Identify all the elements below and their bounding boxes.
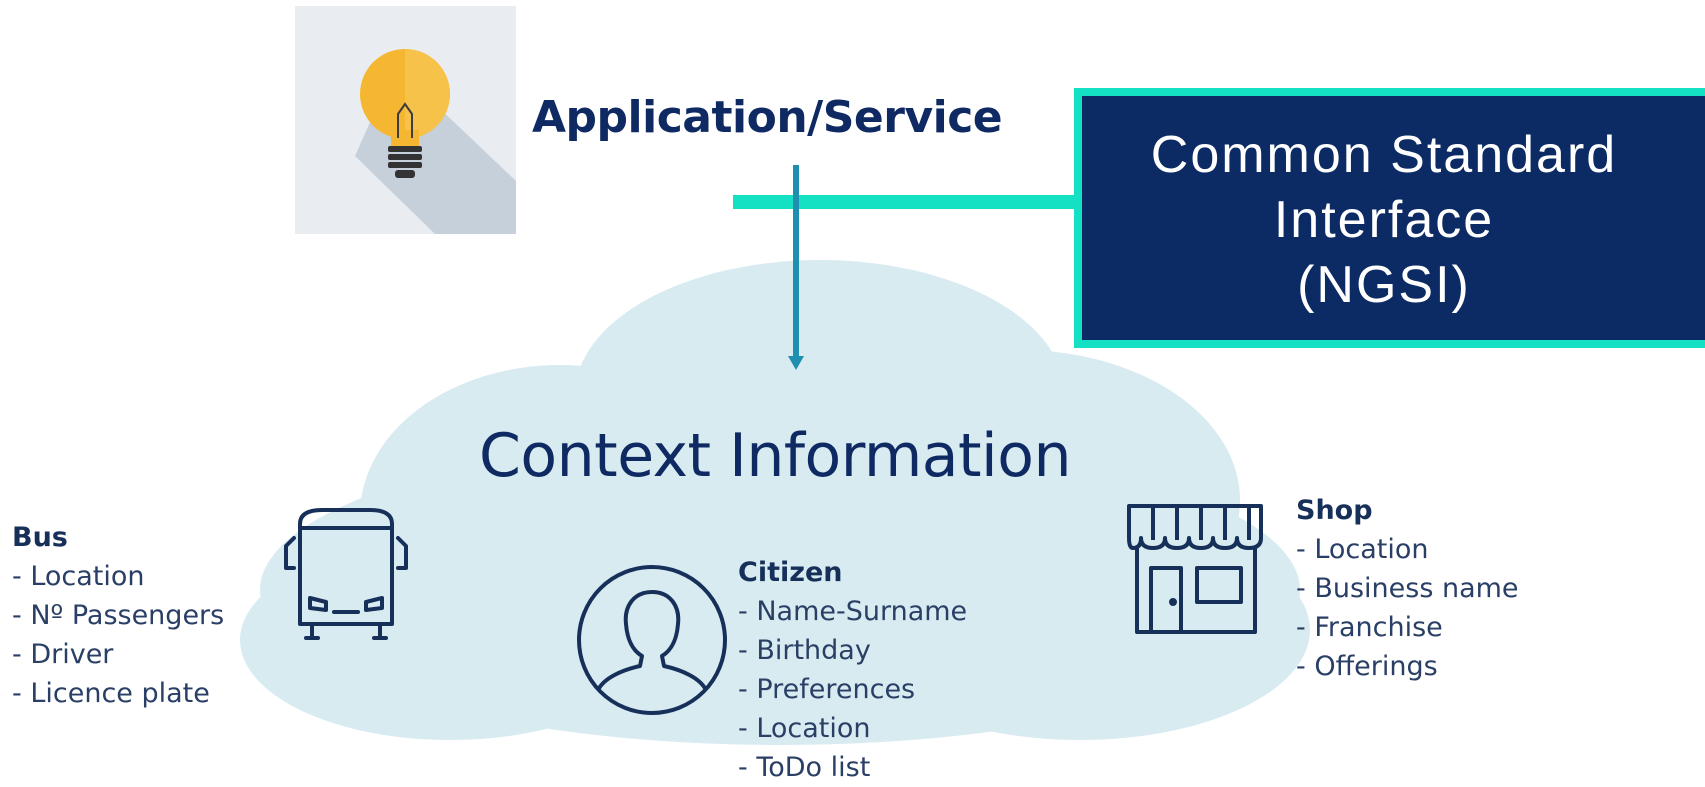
ngsi-interface-label: Common Standard Interface (NGSI) bbox=[1074, 123, 1694, 318]
shop-attribute: - Offerings bbox=[1296, 651, 1438, 682]
shop-title: Shop bbox=[1296, 495, 1373, 526]
bus-attribute: - Licence plate bbox=[12, 678, 210, 709]
shop-attribute: - Business name bbox=[1296, 573, 1519, 604]
shop-entity: Shop - Location - Business name - Franch… bbox=[1296, 491, 1519, 686]
citizen-attribute: - Preferences bbox=[738, 674, 916, 705]
bus-icon bbox=[284, 508, 408, 640]
ngsi-line-2: Interface bbox=[1273, 191, 1495, 249]
citizen-attribute: - Name-Surname bbox=[738, 596, 968, 627]
bus-entity: Bus - Location - Nº Passengers - Driver … bbox=[12, 518, 224, 713]
bulb-tile bbox=[295, 6, 516, 234]
context-information-title: Context Information bbox=[479, 421, 1071, 491]
shop-icon bbox=[1127, 504, 1263, 634]
interface-connector bbox=[733, 195, 1075, 209]
application-service-label: Application/Service bbox=[532, 92, 1003, 143]
citizen-entity: Citizen - Name-Surname - Birthday - Pref… bbox=[738, 553, 967, 787]
ngsi-interface-box bbox=[1074, 88, 1705, 348]
shop-attribute: - Franchise bbox=[1296, 612, 1443, 643]
citizen-attribute: - Location bbox=[738, 713, 871, 744]
citizen-title: Citizen bbox=[738, 557, 843, 588]
down-arrow-icon bbox=[788, 165, 804, 370]
citizen-attribute: - Birthday bbox=[738, 635, 871, 666]
bus-attribute: - Location bbox=[12, 561, 145, 592]
bus-title: Bus bbox=[12, 522, 68, 553]
ngsi-line-1: Common Standard bbox=[1150, 126, 1618, 184]
citizen-attribute: - ToDo list bbox=[738, 752, 871, 783]
shop-attribute: - Location bbox=[1296, 534, 1429, 565]
lightbulb-icon bbox=[355, 49, 516, 234]
bus-attribute: - Driver bbox=[12, 639, 114, 670]
bus-attribute: - Nº Passengers bbox=[12, 600, 225, 631]
person-icon bbox=[577, 565, 727, 715]
ngsi-line-3: (NGSI) bbox=[1297, 256, 1471, 314]
